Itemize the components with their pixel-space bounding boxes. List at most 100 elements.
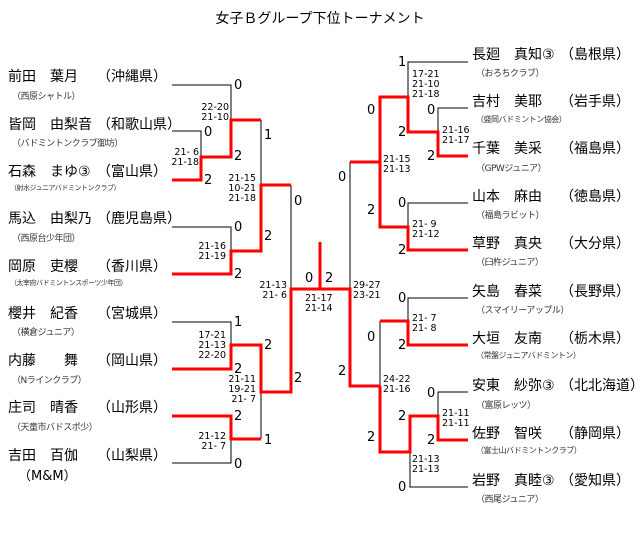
match-score: 21-16 21-17	[442, 125, 470, 146]
player-club: （西原シャトル）	[12, 92, 81, 102]
games-won: 2	[427, 149, 436, 164]
player-name: 安東 紗弥③	[472, 378, 555, 394]
games-won: 0	[234, 220, 243, 235]
games-won: 2	[338, 364, 347, 379]
games-won: 2	[264, 338, 273, 353]
player-prefecture: （島根県）	[560, 47, 630, 63]
player-prefecture: （山梨県）	[97, 448, 167, 464]
games-won: 0	[367, 103, 376, 118]
player-name: 馬込 由梨乃	[8, 211, 92, 227]
player-prefecture: （徳島県）	[560, 189, 630, 205]
player-name: 内藤 舞	[8, 353, 78, 369]
player-club: （射水ジュニアバドミントンクラブ）	[10, 184, 120, 192]
player-name: 岡原 吏櫻	[8, 259, 78, 275]
final-score: 21-17 21-14	[305, 293, 333, 314]
player-prefecture: （和歌山県）	[97, 117, 181, 133]
winner-lines	[172, 95, 468, 454]
player-club: （富原レッツ）	[476, 401, 536, 411]
match-score: 21-13 21-13	[412, 454, 440, 475]
player-name: 前田 葉月	[8, 69, 78, 85]
player-club: （Nラインクラブ）	[12, 376, 87, 386]
player-prefecture: （福島県）	[560, 141, 630, 157]
games-won: 0	[234, 78, 243, 93]
player-name: 矢島 春菜	[472, 284, 542, 300]
games-won: 0	[367, 330, 376, 345]
player-prefecture: （北北海道）	[560, 378, 640, 394]
player-club: （常盤ジュニアバドミントン）	[476, 351, 581, 360]
match-score: 21-13 21- 6	[259, 280, 287, 301]
match-score: 22-20 21-10	[201, 102, 229, 123]
games-won: 2	[367, 430, 376, 445]
player-club: （西原台少年団）	[12, 234, 81, 244]
player-name: 大垣 友南	[472, 331, 542, 347]
games-won: 2	[398, 125, 407, 140]
games-won: 0	[398, 196, 407, 211]
player-prefecture: （長野県）	[560, 284, 630, 300]
games-won: 2	[234, 267, 243, 282]
games-won: 2	[398, 243, 407, 258]
loser-lines	[172, 61, 468, 488]
player-club: （太宰府バドミントンスポーツ少年団）	[10, 279, 127, 287]
games-won: 2	[325, 271, 334, 286]
games-won: 2	[398, 409, 407, 424]
games-won: 1	[264, 128, 273, 143]
games-won: 2	[234, 362, 243, 377]
match-score: 29-27 23-21	[353, 280, 381, 301]
player-name: 千葉 美采	[472, 141, 542, 157]
games-won: 2	[367, 203, 376, 218]
match-score: 21-16 21-19	[198, 241, 226, 262]
player-club: （盛岡バドミントン協会）	[476, 115, 567, 124]
games-won: 0	[398, 480, 407, 495]
match-score: 24-22 21-16	[383, 374, 411, 395]
player-prefecture: （鹿児島県）	[97, 211, 181, 227]
player-club: （臼杵ジュニア）	[476, 258, 544, 268]
games-won: 0	[427, 103, 436, 118]
player-prefecture: （沖縄県）	[97, 69, 167, 85]
player-club: （福島ラビット）	[476, 211, 545, 221]
games-won: 1	[398, 55, 407, 70]
games-won: 2	[234, 409, 243, 424]
player-name: 山本 麻由	[472, 189, 542, 205]
games-won: 0	[305, 271, 314, 286]
games-won: 0	[234, 457, 243, 472]
player-club: （西尾ジュニア）	[476, 495, 544, 505]
match-score: 21-11 21-11	[442, 408, 470, 429]
player-prefecture: （富山県）	[97, 164, 167, 180]
player-name: 吉田 百伽	[8, 448, 78, 464]
match-score: 17-21 21-10 21-18	[412, 69, 440, 100]
player-club: （スマイリーアップル）	[476, 306, 569, 316]
player-prefecture: （岡山県）	[97, 353, 167, 369]
player-prefecture: （愛知県）	[560, 473, 630, 489]
player-club: （GPWジュニア）	[476, 164, 547, 174]
games-won: 0	[427, 386, 436, 401]
player-name: 石森 まゆ③	[8, 164, 91, 180]
player-prefecture: （山形県）	[97, 400, 167, 416]
player-prefecture: （宮城県）	[97, 306, 167, 322]
player-prefecture: （岩手県）	[560, 94, 630, 110]
games-won: 2	[294, 371, 303, 386]
match-score: 21-15 10-21 21-18	[228, 173, 256, 204]
player-club: （バドミントンクラブ御坊）	[12, 139, 123, 149]
page-title: 女子Ｂグループ下位トーナメント	[215, 11, 425, 27]
player-club: （天童市バドスポ少）	[12, 423, 98, 433]
player-name: 皆岡 由梨音	[8, 117, 92, 133]
games-won: 0	[294, 194, 303, 209]
match-score: 21-11 19-21 21- 7	[228, 374, 256, 405]
match-score: 17-21 21-13 22-20	[198, 330, 226, 361]
games-won: 0	[204, 125, 213, 140]
match-score: 21- 7 21- 8	[412, 313, 437, 334]
player-club: （富士山バドミントンクラブ）	[476, 446, 582, 455]
games-won: 2	[204, 173, 213, 188]
player-prefecture: （静岡県）	[560, 426, 630, 442]
player-name: 櫻井 紀香	[8, 306, 78, 322]
player-prefecture: （香川県）	[97, 259, 167, 275]
player-name: 佐野 智咲	[472, 426, 542, 442]
games-won: 2	[264, 229, 273, 244]
match-score: 21-15 21-13	[383, 154, 411, 175]
games-won: 2	[234, 149, 243, 164]
match-score: 21-12 21- 7	[198, 431, 226, 452]
player-name: 長廻 真知③	[472, 47, 555, 63]
player-club: （M&M）	[18, 469, 77, 484]
